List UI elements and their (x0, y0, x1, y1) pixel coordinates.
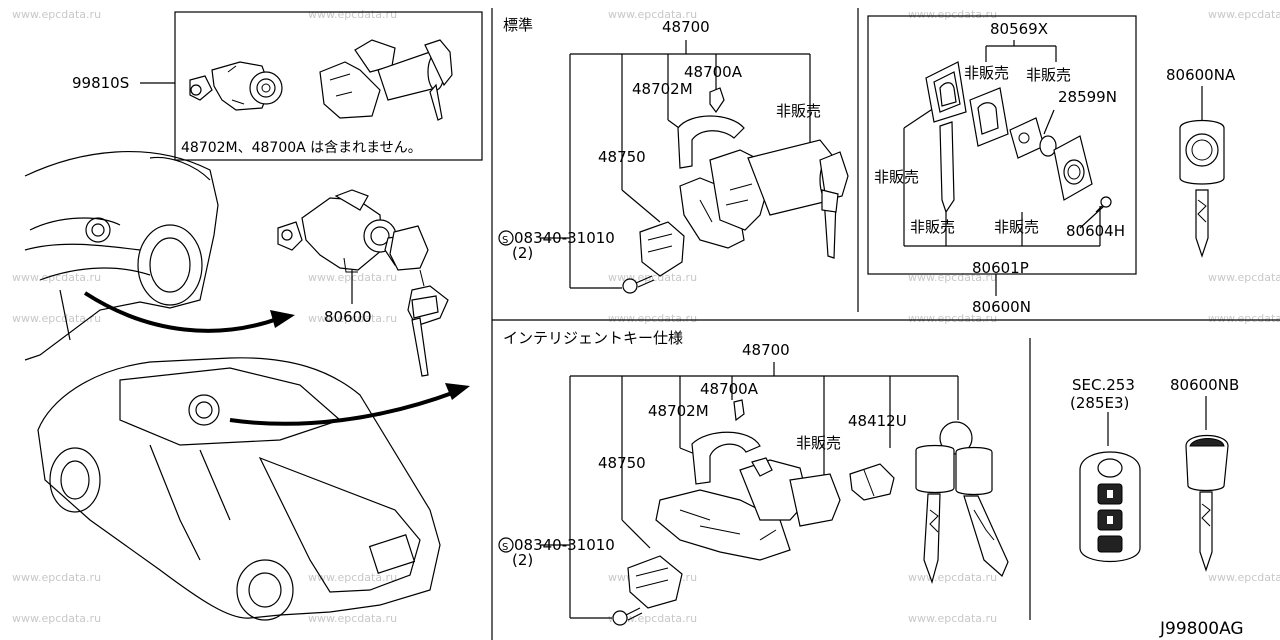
part-08340-31010-std: 08340-31010 (514, 229, 615, 247)
remote-cover-icon (1053, 135, 1093, 201)
bolt-callout-ik: S 08340-31010 (2) (498, 536, 615, 569)
bolt-callout-std: S 08340-31010 (2) (498, 229, 615, 262)
part-48750-ik: 48750 (598, 454, 646, 472)
lock-set-80600: 80600 (277, 189, 449, 377)
part-80569x: 80569X (990, 20, 1048, 38)
watermark: www.epcdata.ru (12, 8, 101, 21)
bolt-std-icon (622, 275, 655, 294)
watermark: www.epcdata.ru (1208, 271, 1280, 284)
label-not-sold-5: 非販売 (994, 218, 1039, 236)
smart-key-fob-icon (1079, 451, 1141, 563)
car-sedan-icon (37, 357, 441, 621)
key-blade-icon (939, 121, 955, 214)
part-80600na: 80600NA (1166, 66, 1236, 84)
watermark: www.epcdata.ru (1208, 8, 1280, 21)
watermark: www.epcdata.ru (608, 312, 697, 325)
remote-board-icon (1009, 117, 1045, 159)
section-title-intelligent-key: インテリジェントキー仕様 (503, 329, 683, 347)
key-blank-a: 80600NA (1166, 66, 1236, 258)
part-80604h: 80604H (1066, 222, 1125, 240)
watermark: www.epcdata.ru (308, 8, 397, 21)
label-not-sold-std: 非販売 (776, 102, 821, 120)
screw-icon (1095, 196, 1112, 213)
part-48700-ik: 48700 (742, 341, 790, 359)
watermark: www.epcdata.ru (12, 271, 101, 284)
label-not-sold-2: 非販売 (1026, 66, 1071, 84)
ignition-assembly-icon (677, 87, 849, 259)
watermark: www.epcdata.ru (12, 612, 101, 625)
part-48700a-ik: 48700A (700, 380, 759, 398)
battery-icon (1039, 135, 1057, 157)
part-48750-std: 48750 (598, 148, 646, 166)
watermark: www.epcdata.ru (12, 571, 101, 584)
watermark: www.epcdata.ru (608, 8, 697, 21)
part-qty-ik: (2) (512, 551, 533, 569)
watermark: www.epcdata.ru (908, 312, 997, 325)
watermark: www.epcdata.ru (908, 8, 997, 21)
ignition-assembly-ik-icon (655, 399, 841, 561)
watermark: www.epcdata.ru (308, 612, 397, 625)
label-not-sold-ik: 非販売 (796, 434, 841, 452)
frame-lines (491, 8, 1280, 640)
watermark: www.epcdata.ru (608, 612, 697, 625)
watermark: www.epcdata.ru (1208, 312, 1280, 325)
key-blank-b-icon (1185, 435, 1229, 572)
part-80600: 80600 (324, 308, 372, 326)
key-cylinder-ik-icon (627, 555, 683, 609)
label-not-sold-4: 非販売 (910, 218, 955, 236)
screw-symbol-icon: S (502, 542, 508, 553)
door-lock-icon (189, 61, 283, 111)
label-not-sold-1: 非販売 (964, 64, 1009, 82)
arrow-ignition (229, 390, 456, 426)
figure-id: J99800AG (1159, 619, 1244, 639)
part-80600n: 80600N (972, 298, 1031, 316)
watermark: www.epcdata.ru (908, 571, 997, 584)
arrow-door-head (270, 310, 295, 328)
arrow-ignition-head (445, 383, 470, 400)
part-80601p: 80601P (972, 259, 1029, 277)
part-80600nb: 80600NB (1170, 376, 1239, 394)
part-48700-std: 48700 (662, 18, 710, 36)
part-sec-253: SEC.253 (1072, 376, 1135, 394)
mechanical-keys-icon (915, 421, 1009, 584)
key-cylinder-std-icon (639, 221, 685, 277)
section-title-standard: 標準 (503, 16, 533, 34)
watermark: www.epcdata.ru (308, 571, 397, 584)
watermark: www.epcdata.ru (12, 312, 101, 325)
section-intelligent-key: インテリジェントキー仕様 48700 48700A 48702M 非販売 484… (498, 329, 1239, 626)
part-28599n: 28599N (1058, 88, 1117, 106)
watermark: www.epcdata.ru (308, 312, 397, 325)
part-48412u: 48412U (848, 412, 907, 430)
part-08340-31010-ik: 08340-31010 (514, 536, 615, 554)
watermark: www.epcdata.ru (608, 271, 697, 284)
part-48700a-std: 48700A (684, 63, 743, 81)
label-not-sold-3: 非販売 (874, 168, 919, 186)
section-remote-set: 80569X 非販売 非販売 28599N 非販売 80604H 非販売 非販売… (867, 15, 1137, 316)
push-start-switch-icon (849, 463, 895, 501)
bolt-ik-icon (612, 607, 643, 626)
part-sec-285e3: (285E3) (1070, 394, 1129, 412)
ignition-lock-icon (319, 39, 453, 121)
arrow-door (83, 291, 281, 333)
key-icon (1179, 119, 1225, 258)
remote-circuit-icon (969, 87, 1009, 147)
section-standard: 標準 48700 48700A 48702M 非販売 48750 S 08340… (498, 16, 849, 294)
remote-fob-case-icon (925, 61, 967, 123)
part-48702m-std: 48702M (632, 80, 693, 98)
kit-box: 99810S 48702M、48700A は含まれません。 (72, 11, 483, 161)
part-99810s: 99810S (72, 74, 129, 92)
kit-note: 48702M、48700A は含まれません。 (181, 140, 422, 156)
watermark: www.epcdata.ru (1208, 571, 1280, 584)
part-48702m-ik: 48702M (648, 402, 709, 420)
part-qty-std: (2) (512, 244, 533, 262)
screw-symbol-icon: S (502, 235, 508, 246)
watermark: www.epcdata.ru (908, 612, 997, 625)
car-door-view-icon (24, 151, 219, 361)
lock-set-icon (277, 189, 449, 377)
